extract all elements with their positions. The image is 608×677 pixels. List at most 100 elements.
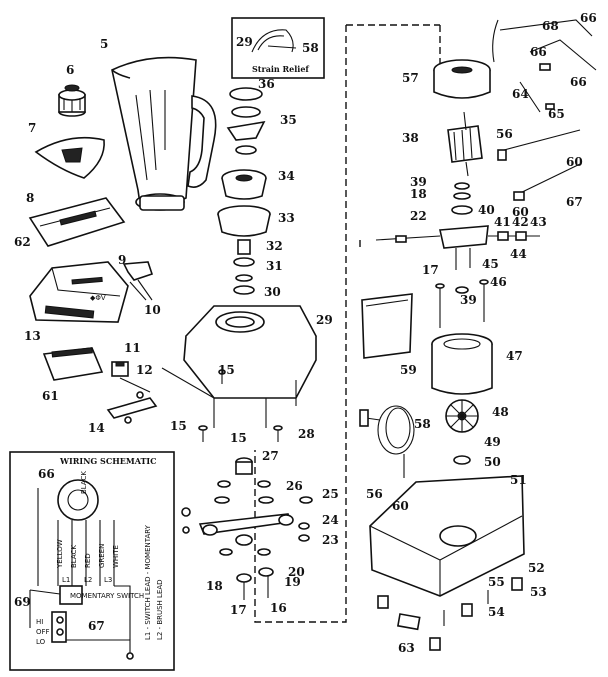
callout-26: 26 [286, 479, 303, 493]
wire-harness [492, 19, 597, 201]
callout-54: 54 [488, 605, 505, 619]
wiring-num-top: 66 [38, 467, 55, 481]
callout-64: 64 [512, 87, 529, 101]
wiring-num-mid: 67 [88, 619, 105, 633]
wire-color-1: YELLOW [56, 539, 64, 569]
callout-34: 34 [278, 169, 295, 183]
callout-62: 62 [14, 235, 31, 249]
callout-46: 46 [490, 275, 507, 289]
wire-color-3: RED [84, 553, 92, 568]
callout-67-a: 67 [566, 195, 583, 209]
callout-15-c: 15 [230, 431, 247, 445]
motor-end-bell [433, 59, 491, 99]
wiring-side-note-2: L2 - BRUSH LEAD [156, 579, 164, 640]
callout-43: 43 [530, 215, 547, 229]
callout-15-a: 15 [170, 419, 187, 433]
wiring-switch-label: MOMENTARY SWITCH [70, 592, 144, 600]
callout-36: 36 [258, 77, 275, 91]
strain-relief-inset [231, 17, 325, 79]
callout-39-b: 39 [460, 293, 477, 307]
callout-24: 24 [322, 513, 339, 527]
motor-field-frame [375, 225, 540, 270]
callout-53-a: 53 [530, 585, 547, 599]
callout-63: 63 [398, 641, 415, 655]
baffle-plate [361, 293, 413, 359]
switch-bracket [122, 261, 154, 301]
callout-19: 19 [284, 575, 301, 589]
callout-40: 40 [478, 203, 495, 217]
callout-31: 31 [266, 259, 283, 273]
callout-35: 35 [280, 113, 297, 127]
fan-nut [453, 455, 471, 465]
callout-59: 59 [400, 363, 417, 377]
callout-56-b: 56 [496, 127, 513, 141]
callout-28: 28 [298, 427, 315, 441]
motor-bolts [435, 279, 489, 328]
strain-relief-num-right: 58 [302, 41, 319, 55]
motor-label: BLACK [80, 471, 88, 494]
callout-42: 42 [512, 215, 529, 229]
plug-label-3: LO [36, 638, 46, 646]
drive-coupling [221, 169, 267, 200]
jar-lid-cap [58, 84, 86, 117]
plug-label-1: HI [36, 618, 43, 626]
wire-code-1: L1 [62, 576, 70, 584]
wire-color-5: WHITE [112, 545, 120, 568]
wire-color-4: GREEN [98, 544, 106, 568]
strain-relief-title: Strain Relief [252, 64, 309, 74]
control-panel-overlay [28, 197, 126, 247]
callout-22: 22 [410, 209, 427, 223]
motor-armature [447, 111, 483, 177]
callout-65: 65 [548, 107, 565, 121]
callout-13: 13 [24, 329, 41, 343]
callout-10: 10 [144, 303, 161, 317]
power-cord [359, 405, 415, 478]
wiring-num-left: 69 [14, 595, 31, 609]
jar-lid [34, 136, 105, 179]
callout-48: 48 [492, 405, 509, 419]
callout-25: 25 [322, 487, 339, 501]
callout-44: 44 [510, 247, 527, 261]
callout-58: 58 [414, 417, 431, 431]
callout-50: 50 [484, 455, 501, 469]
callout-39-a: 39 [410, 175, 427, 189]
bearing-washers [451, 182, 473, 215]
shaft-washers [233, 239, 255, 295]
blender-jar [111, 56, 217, 211]
assembly-outline [254, 24, 441, 623]
wiring-schematic-box [9, 451, 175, 671]
callout-60-c: 60 [512, 205, 529, 219]
callout-38: 38 [402, 131, 419, 145]
callout-27: 27 [262, 449, 279, 463]
callout-11: 11 [124, 341, 141, 355]
callout-32: 32 [266, 239, 283, 253]
plug-label-2: OFF [36, 628, 50, 636]
switch-buttons [42, 347, 104, 381]
fan-shroud [431, 333, 493, 395]
base-pan [369, 475, 525, 597]
wiring-title: WIRING SCHEMATIC [59, 456, 157, 466]
callout-20: 20 [288, 565, 305, 579]
callout-17-b: 17 [422, 263, 439, 277]
callout-68: 68 [542, 19, 559, 33]
callout-57: 57 [402, 71, 419, 85]
callout-55: 55 [488, 575, 505, 589]
callout-9: 9 [118, 253, 126, 267]
callout-23: 23 [322, 533, 339, 547]
callout-18: 18 [206, 579, 223, 593]
callout-41: 41 [494, 215, 511, 229]
callout-60-b: 60 [392, 499, 409, 513]
switch-contact-assembly [181, 457, 313, 600]
callout-5: 5 [100, 37, 108, 51]
callout-56: 56 [366, 487, 383, 501]
rubber-feet [377, 577, 523, 651]
momentary-switch [106, 361, 158, 424]
strain-relief-num-left: 29 [236, 35, 253, 49]
callout-51: 51 [510, 473, 527, 487]
svg-text:◆ΦV: ◆ΦV [90, 294, 106, 302]
switch-housing: ◆ΦV [29, 261, 129, 323]
callout-18-b: 18 [410, 187, 427, 201]
wiring-side-note-1: L1 - SWITCH LEAD - MOMENTARY [144, 524, 152, 640]
